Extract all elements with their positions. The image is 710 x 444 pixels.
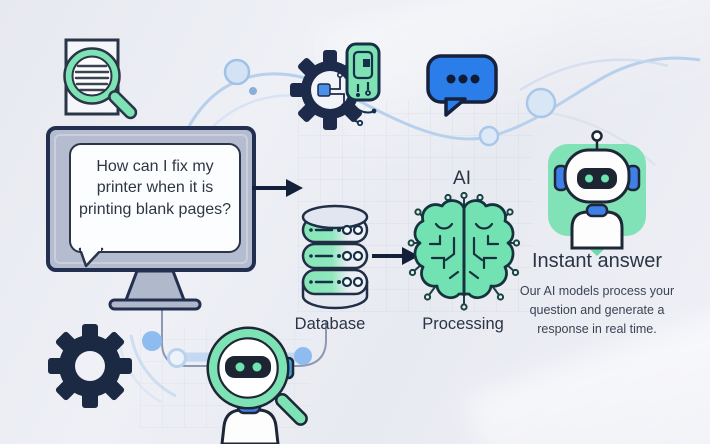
question-bubble: How can I fix my printer when it is prin… xyxy=(69,143,241,253)
path-node xyxy=(167,348,187,368)
ai-brain-icon xyxy=(407,191,521,311)
question-bubble-tail xyxy=(78,247,104,268)
monitor-bezel xyxy=(54,134,248,264)
monitor-illustration: How can I fix my printer when it is prin… xyxy=(46,126,256,272)
gear-circuit-icon xyxy=(290,42,381,130)
wave-node xyxy=(478,125,500,147)
wave-dot xyxy=(249,87,257,95)
arrow-right-icon xyxy=(372,247,419,265)
gear-icon xyxy=(48,324,132,408)
path-dot xyxy=(142,331,162,351)
robot-assistant-icon xyxy=(548,130,646,256)
database-icon xyxy=(301,204,369,310)
ai-label: AI xyxy=(453,168,471,189)
wave-node xyxy=(525,87,557,119)
robot-search-icon xyxy=(206,326,308,444)
answer-title: Instant answer xyxy=(531,250,663,272)
processing-label: Processing xyxy=(422,315,504,333)
question-text: How can I fix my printer when it is prin… xyxy=(78,158,232,218)
wave-node xyxy=(223,58,251,86)
chat-dots-icon xyxy=(426,54,498,117)
arrow-right-icon xyxy=(252,179,303,197)
path-dot xyxy=(294,347,312,365)
database-band-details xyxy=(309,224,364,288)
monitor-stand xyxy=(108,269,202,311)
answer-description: Our AI models process your question and … xyxy=(519,284,675,336)
database-label: Database xyxy=(294,315,366,333)
document-search-icon xyxy=(63,38,138,120)
